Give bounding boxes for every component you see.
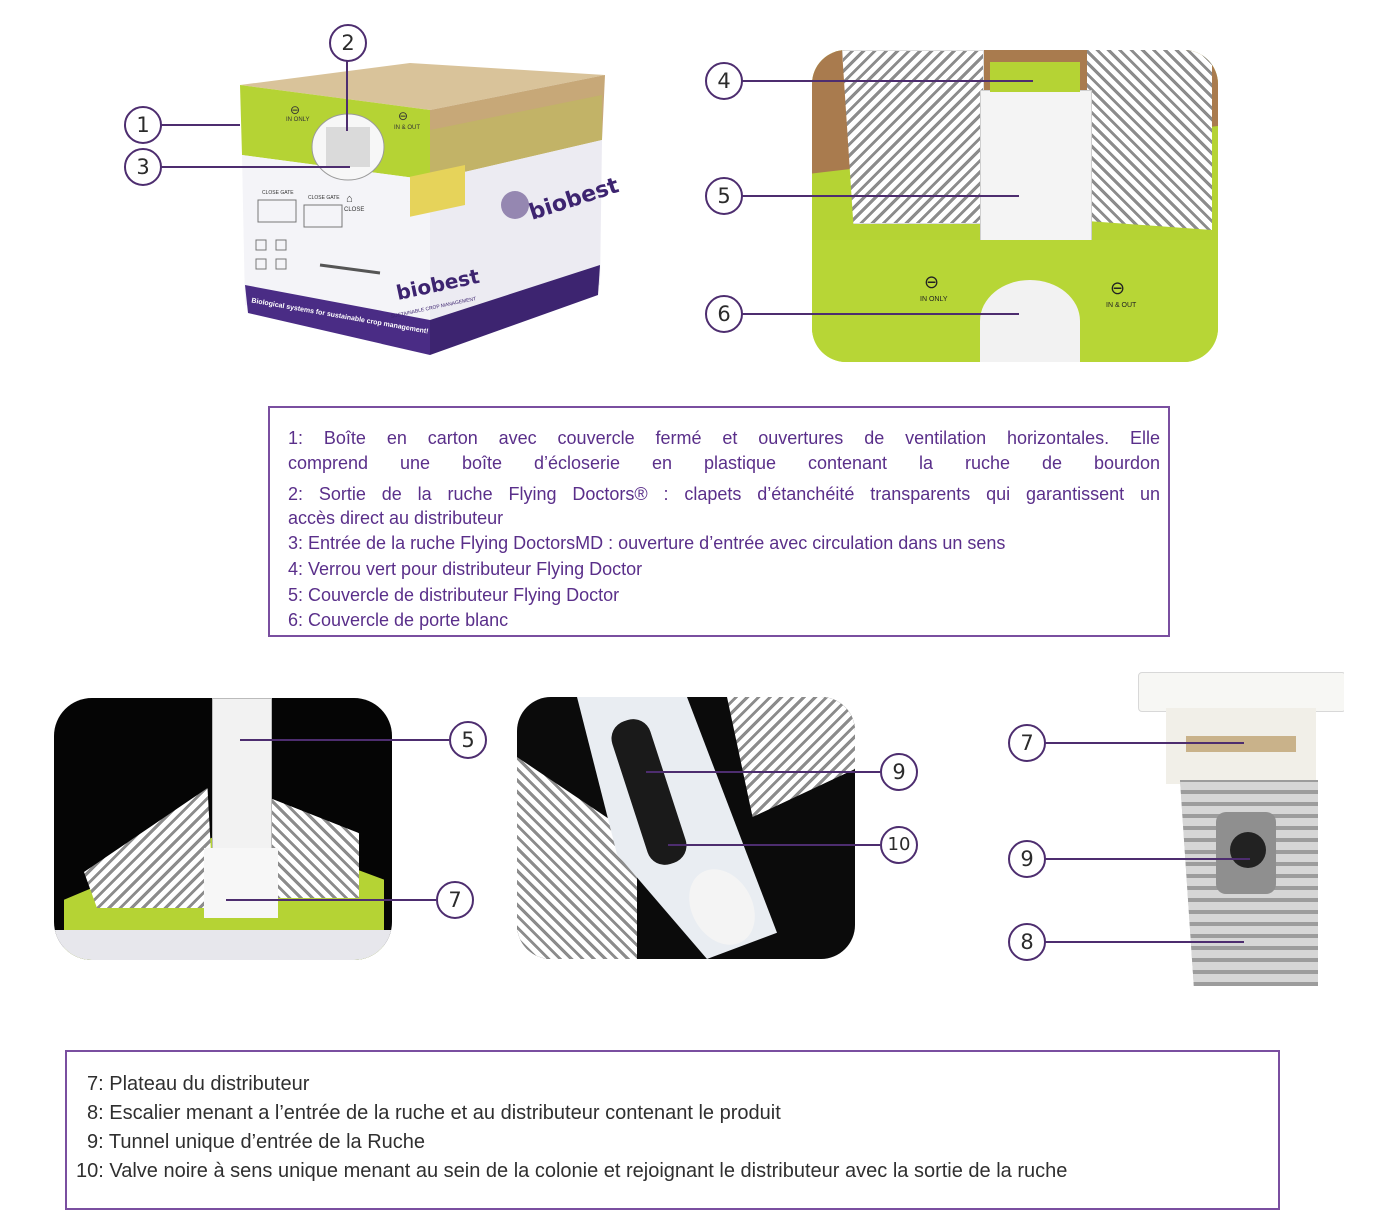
legend-top-line-4: accès direct au distributeur (288, 508, 504, 528)
legend-top-line-1: 1: Boîte en carton avec couvercle fermé … (288, 428, 1160, 448)
callout-marker-3: 3 (124, 148, 162, 186)
callout-marker-5b: 5 (449, 721, 487, 759)
legend-top-line-8: 6: Couvercle de porte blanc (288, 610, 509, 630)
legend-top: 1: Boîte en carton avec couvercle fermé … (268, 406, 1170, 637)
lock-icon: ⌂ (346, 193, 353, 205)
in-out-label: IN & OUT (1106, 302, 1137, 309)
callout-leader-2 (346, 61, 348, 131)
callout-leader-5 (741, 195, 1019, 197)
callout-marker-8: 8 (1008, 923, 1046, 961)
box-photo: biobest biobest ⊖ IN ONLY ⊖ IN & OUT ⌂ C… (230, 55, 620, 370)
box-illustration: biobest biobest (240, 63, 620, 355)
distributor-tray-photo (54, 698, 392, 960)
callout-leader-3 (160, 166, 350, 168)
legend-bottom: 7: Plateau du distributeur 8: Escalier m… (65, 1050, 1280, 1210)
callout-marker-10: 10 (880, 826, 918, 864)
close-label: CLOSE (344, 207, 365, 213)
callout-marker-1: 1 (124, 106, 162, 144)
callout-leader-8 (1044, 941, 1244, 943)
in-only-icon: ⊖ (290, 103, 301, 117)
callout-marker-2: 2 (329, 24, 367, 62)
callout-marker-7: 7 (436, 881, 474, 919)
in-out-icon: ⊖ (1110, 278, 1126, 298)
callout-marker-5: 5 (705, 177, 743, 215)
close-gate-label-1: CLOSE GATE (262, 190, 294, 196)
callout-leader-10 (668, 844, 880, 846)
legend-bottom-line-1: 7: Plateau du distributeur (87, 1073, 310, 1095)
in-only-label: IN ONLY (920, 296, 948, 303)
legend-bottom-line-2: 8: Escalier menant a l’entrée de la ruch… (87, 1102, 781, 1124)
legend-top-line-5: 3: Entrée de la ruche Flying DoctorsMD :… (288, 533, 1006, 553)
legend-top-line-2: comprend une boîte d’écloserie en plasti… (288, 453, 1160, 473)
callout-leader-6 (741, 313, 1019, 315)
callout-marker-7b: 7 (1008, 724, 1046, 762)
callout-leader-9b (1044, 858, 1250, 860)
callout-leader-4 (741, 80, 1033, 82)
legend-bottom-line-4: 10: Valve noire à sens unique menant au … (76, 1160, 1068, 1182)
legend-top-line-3: 2: Sortie de la ruche Flying Doctors® : … (288, 484, 1160, 504)
callout-leader-1 (160, 124, 240, 126)
in-out-label: IN & OUT (394, 125, 421, 131)
callout-leader-5b (240, 739, 449, 741)
legend-bottom-line-3: 9: Tunnel unique d’entrée de la Ruche (87, 1131, 426, 1153)
callout-leader-7b (1044, 742, 1244, 744)
callout-leader-7 (226, 899, 436, 901)
callout-marker-9: 9 (880, 753, 918, 791)
close-gate-label-2: CLOSE GATE (308, 195, 340, 201)
valve-closeup-photo (517, 697, 855, 959)
callout-marker-4: 4 (705, 62, 743, 100)
legend-top-line-6: 4: Verrou vert pour distributeur Flying … (288, 559, 643, 579)
callout-marker-6: 6 (705, 295, 743, 333)
staircase-tunnel-photo (1138, 672, 1344, 992)
in-only-label: IN ONLY (286, 117, 310, 123)
distributor-top-photo: ⊖ IN ONLY ⊖ IN & OUT (812, 50, 1218, 362)
callout-leader-9 (646, 771, 880, 773)
in-only-icon: ⊖ (924, 272, 940, 292)
callout-marker-9b: 9 (1008, 840, 1046, 878)
in-out-icon: ⊖ (398, 109, 409, 123)
legend-top-line-7: 5: Couvercle de distributeur Flying Doct… (288, 585, 620, 605)
